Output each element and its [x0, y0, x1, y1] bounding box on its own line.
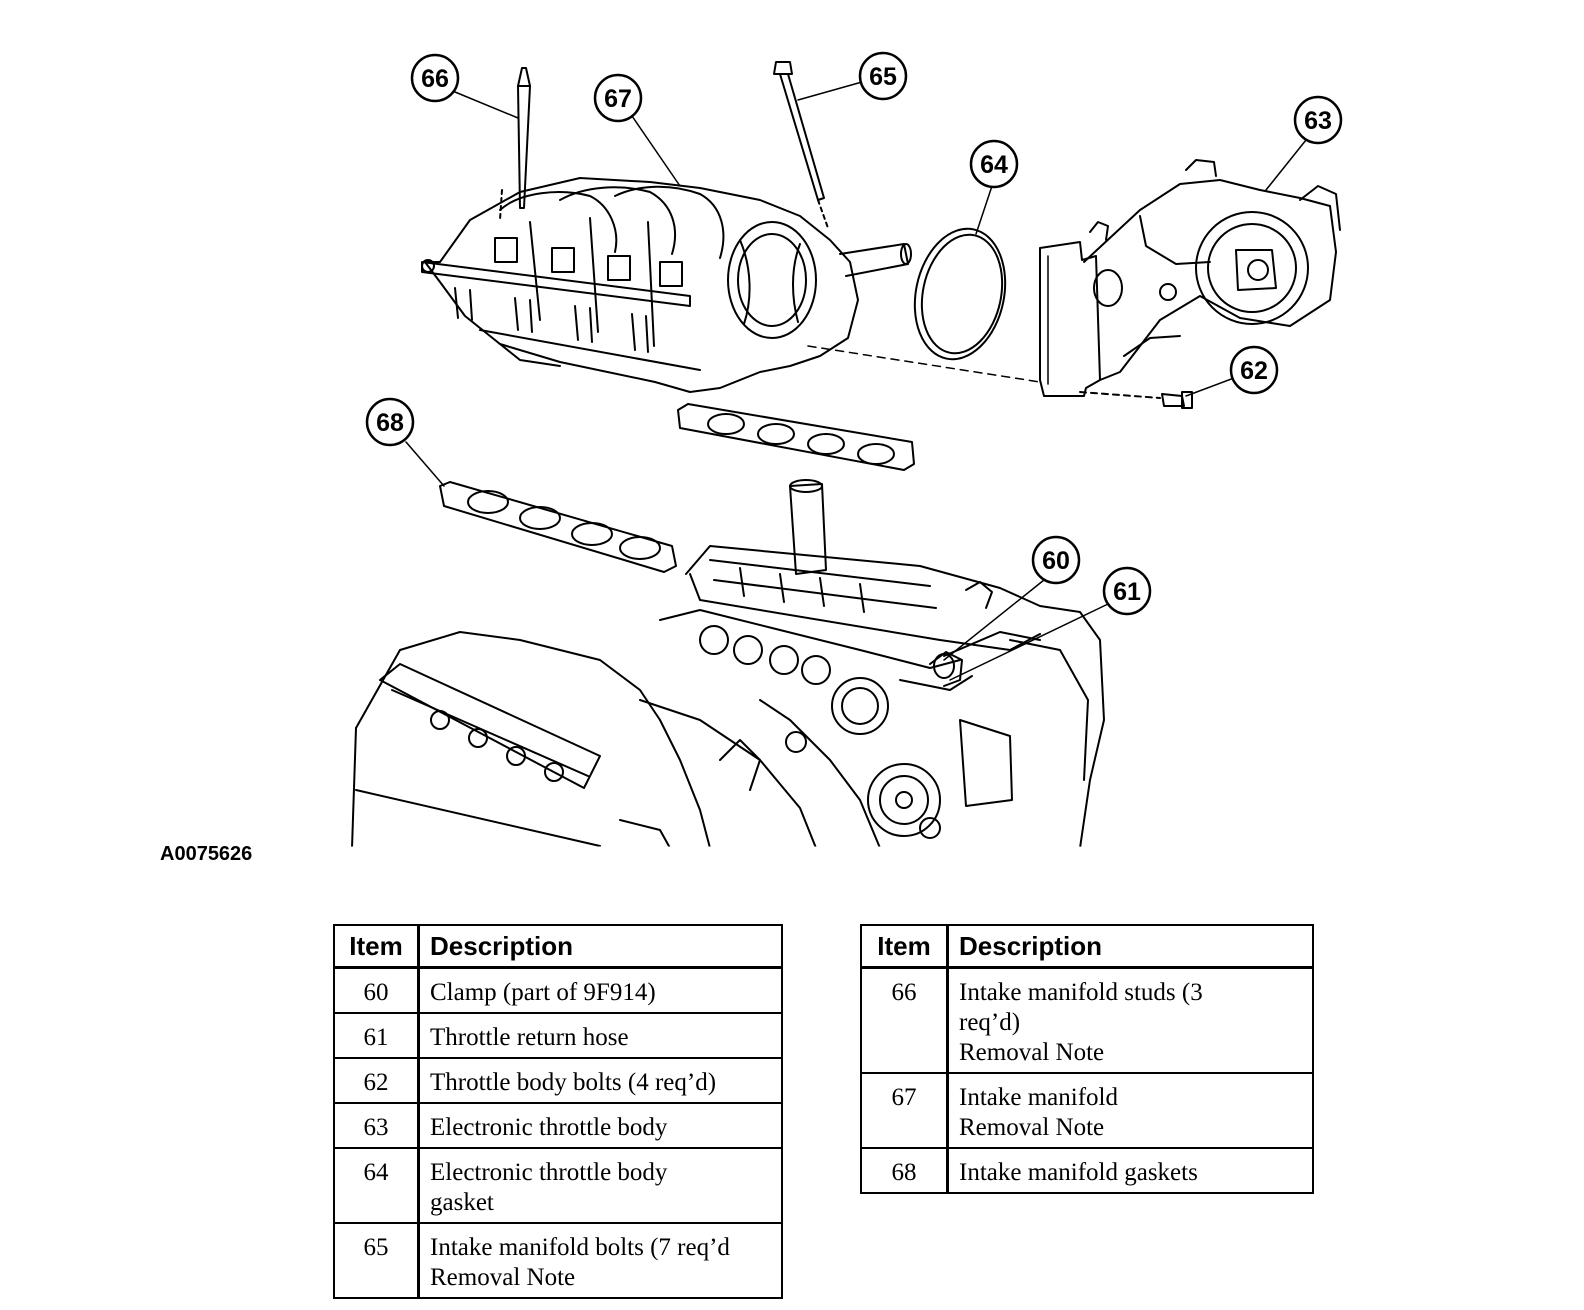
callout-60-label: 60 — [1042, 547, 1070, 575]
item-number: 66 — [862, 969, 949, 1072]
table-row: 63 Electronic throttle body — [335, 1102, 781, 1147]
callout-67-label: 67 — [604, 85, 632, 113]
description-line: Throttle return hose — [430, 1024, 629, 1051]
header-description: Description — [949, 926, 1312, 969]
electronic-throttle-body-drawing — [1039, 159, 1341, 397]
item-description: Intake manifold studs (3 req’d) Removal No… — [949, 969, 1312, 1072]
figure-id: A0075626 — [160, 843, 253, 865]
table-row: 60 Clamp (part of 9F914) — [335, 969, 781, 1012]
throttle-body-bolt-drawing — [807, 345, 1193, 409]
description-line: Removal Note — [959, 1039, 1105, 1066]
throttle-body-gasket-drawing — [913, 227, 1007, 361]
callout-68-label: 68 — [376, 409, 404, 437]
lower-manifold-gasket-drawing — [439, 481, 677, 573]
item-number: 64 — [335, 1147, 420, 1222]
callout-62: 62 — [1229, 345, 1279, 395]
table-row: 66 Intake manifold studs (3 req’d) Removal … — [862, 969, 1312, 1072]
table-row: 62 Throttle body bolts (4 req’d) — [335, 1057, 781, 1102]
manifold-bolt-drawing — [773, 61, 829, 229]
item-description: Clamp (part of 9F914) — [420, 969, 781, 1012]
description-line: req’d) — [959, 1009, 1021, 1036]
callout-64-label: 64 — [980, 151, 1008, 179]
header-description: Description — [420, 926, 781, 969]
intake-manifold-drawing — [421, 177, 912, 393]
item-number: 68 — [862, 1147, 949, 1192]
parts-table-left: Item Description 60 Clamp (part of 9F914)… — [333, 924, 783, 1299]
table-body: 60 Clamp (part of 9F914) 61 Throttle return… — [335, 969, 781, 1297]
table-row: 61 Throttle return hose — [335, 1012, 781, 1057]
callout-63: 63 — [1293, 95, 1343, 145]
description-line: Clamp (part of 9F914) — [430, 979, 656, 1006]
description-line: gasket — [430, 1189, 494, 1216]
callout-68: 68 — [365, 397, 415, 447]
item-description: Intake manifold gaskets — [949, 1147, 1312, 1192]
callout-66-label: 66 — [421, 65, 449, 93]
table-row: 64 Electronic throttle body gasket — [335, 1147, 781, 1222]
item-description: Electronic throttle body gasket — [420, 1147, 781, 1222]
callout-63-label: 63 — [1304, 107, 1332, 135]
description-line: Intake manifold studs (3 — [959, 979, 1203, 1006]
description-line: Intake manifold — [959, 1084, 1118, 1111]
description-line: Electronic throttle body — [430, 1159, 668, 1186]
item-number: 67 — [862, 1072, 949, 1147]
callout-66: 66 — [410, 53, 460, 103]
item-number: 65 — [335, 1222, 420, 1297]
item-number: 61 — [335, 1012, 420, 1057]
description-line: Removal Note — [430, 1264, 576, 1291]
table-body: 66 Intake manifold studs (3 req’d) Removal … — [862, 969, 1312, 1192]
callout-61-label: 61 — [1113, 578, 1141, 606]
item-number: 62 — [335, 1057, 420, 1102]
table-header-row: Item Description — [335, 926, 781, 969]
upper-manifold-gasket-drawing — [677, 403, 915, 471]
description-line: Intake manifold gaskets — [959, 1159, 1198, 1186]
table-row: 68 Intake manifold gaskets — [862, 1147, 1312, 1192]
description-line: Removal Note — [959, 1114, 1105, 1141]
item-description: Throttle body bolts (4 req’d) — [420, 1057, 781, 1102]
callout-61: 61 — [1102, 566, 1152, 616]
item-number: 60 — [335, 969, 420, 1012]
callout-65-label: 65 — [869, 63, 897, 91]
header-item: Item — [335, 926, 420, 969]
callout-60: 60 — [1031, 535, 1081, 585]
item-description: Electronic throttle body — [420, 1102, 781, 1147]
header-item: Item — [862, 926, 949, 969]
item-number: 63 — [335, 1102, 420, 1147]
callout-65: 65 — [858, 51, 908, 101]
callout-67: 67 — [593, 73, 643, 123]
description-line: Throttle body bolts (4 req’d) — [430, 1069, 717, 1096]
description-line: Electronic throttle body — [430, 1114, 668, 1141]
description-line: Intake manifold bolts (7 req’d — [430, 1234, 730, 1261]
engine-block-drawing — [350, 479, 1105, 850]
exploded-view-diagram: 66 67 65 64 63 62 68 60 61 — [350, 51, 1343, 850]
table-header-row: Item Description — [862, 926, 1312, 969]
item-description: Throttle return hose — [420, 1012, 781, 1057]
leader-lines — [405, 81, 1307, 681]
callout-62-label: 62 — [1240, 357, 1268, 385]
manifold-stud-drawing — [499, 67, 531, 221]
callout-64: 64 — [969, 139, 1019, 189]
